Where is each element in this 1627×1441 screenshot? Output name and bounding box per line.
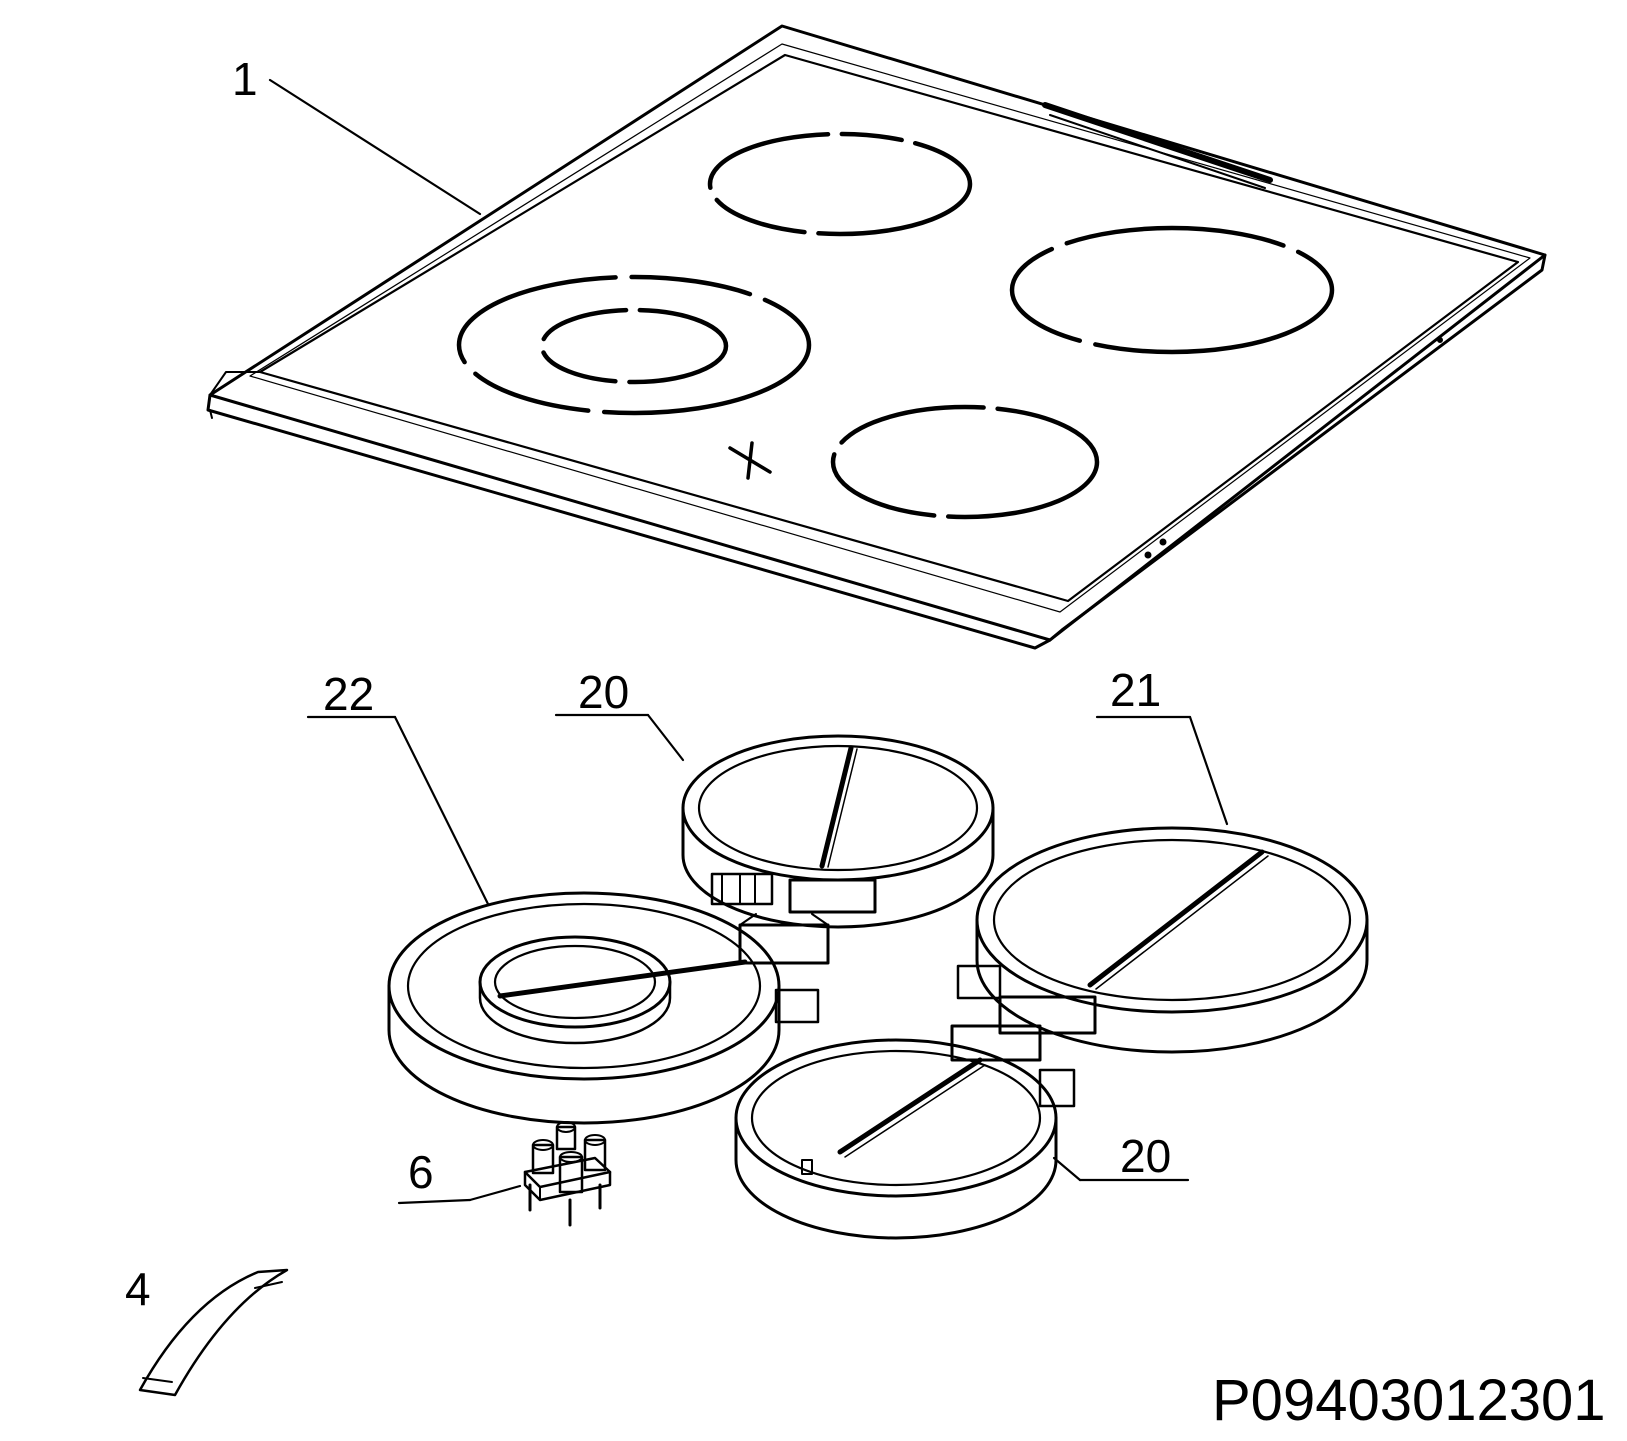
dual-zone-heater-drawing bbox=[387, 891, 830, 1125]
hob-glass-drawing bbox=[206, 24, 1547, 650]
callout-labels: 1 22 20 21 20 6 4 P09403012301 bbox=[125, 53, 1606, 1433]
callout-20-rear: 20 bbox=[578, 666, 629, 718]
heater-front-drawing bbox=[734, 1024, 1076, 1240]
callout-21: 21 bbox=[1110, 664, 1161, 716]
drawing-code: P09403012301 bbox=[1212, 1368, 1606, 1433]
callout-22: 22 bbox=[323, 668, 374, 720]
terminal-block-drawing bbox=[523, 1121, 612, 1227]
callout-1: 1 bbox=[232, 53, 258, 105]
heater-rear-drawing bbox=[681, 734, 995, 929]
callout-6: 6 bbox=[408, 1146, 434, 1198]
callout-4: 4 bbox=[125, 1263, 151, 1315]
callout-20-front: 20 bbox=[1120, 1130, 1171, 1182]
leader-lines bbox=[268, 78, 1229, 1205]
clip-drawing bbox=[138, 1268, 289, 1397]
heater-large-drawing bbox=[956, 826, 1369, 1054]
